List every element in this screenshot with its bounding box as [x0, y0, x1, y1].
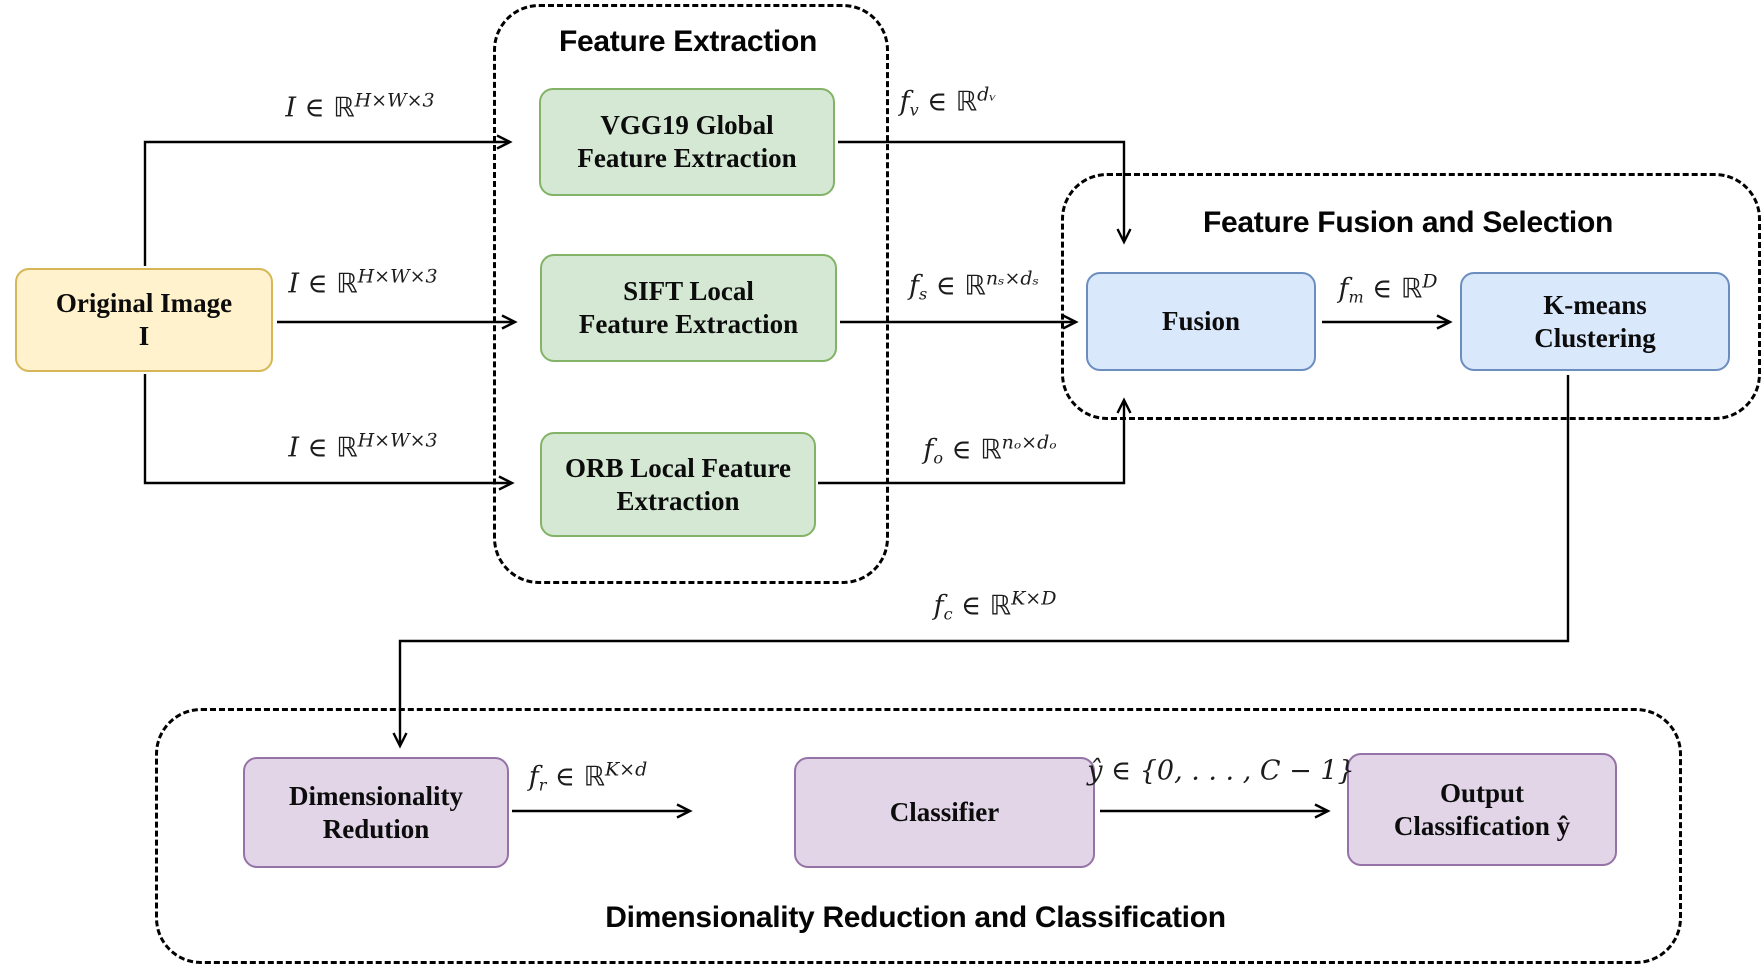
- node-original-image: Original Image I: [15, 268, 273, 372]
- edge-label-fo: fo ∈ ℝnₒ×dₒ: [923, 431, 1057, 468]
- edge-original-to-orb: [143, 374, 515, 491]
- feature-extraction-title: Feature Extraction: [558, 25, 817, 58]
- node-classifier-line1: Classifier: [889, 797, 1000, 828]
- node-kmeans-line1: K-means: [1543, 289, 1647, 320]
- edge-orb-to-fusion: [818, 397, 1132, 485]
- edge-kmeans-to-dimred: [392, 375, 1570, 749]
- edge-label-i-mid: I ∈ ℝH×W×3: [288, 265, 438, 300]
- edge-label-fv: fv ∈ ℝdᵥ: [899, 83, 997, 120]
- node-fusion: Fusion: [1086, 272, 1316, 371]
- node-orb-line2: Extraction: [616, 485, 740, 516]
- edge-label-fc: fc ∈ ℝK×D: [933, 587, 1057, 624]
- node-classifier: Classifier: [794, 757, 1095, 868]
- node-vgg19-line1: VGG19 Global: [600, 110, 774, 141]
- node-sift-line2: Feature Extraction: [578, 309, 799, 339]
- edge-label-yhat: ŷ ∈ {0, . . . , C − 1}: [1087, 755, 1355, 787]
- node-vgg19: VGG19 Global Feature Extraction: [539, 88, 835, 196]
- feature-fusion-container: [1061, 173, 1761, 420]
- node-kmeans-line2: Clustering: [1534, 322, 1656, 353]
- edge-label-i-top: I ∈ ℝH×W×3: [285, 89, 435, 124]
- node-orb-line1: ORB Local Feature: [565, 452, 791, 483]
- edge-label-fm: fm ∈ ℝD: [1338, 270, 1438, 307]
- node-orb: ORB Local Feature Extraction: [540, 432, 816, 537]
- node-kmeans: K-means Clustering: [1460, 272, 1730, 371]
- node-output-line1: Output: [1439, 777, 1525, 808]
- feature-extraction-container: [493, 4, 889, 584]
- edge-original-to-vgg19: [143, 134, 513, 266]
- node-vgg19-line2: Feature Extraction: [577, 143, 797, 173]
- edge-label-fs: fs ∈ ℝnₛ×dₛ: [909, 267, 1039, 304]
- feature-fusion-title: Feature Fusion and Selection: [1202, 206, 1613, 239]
- node-output: Output Classification ŷ: [1347, 753, 1617, 866]
- node-sift: SIFT Local Feature Extraction: [540, 254, 837, 362]
- node-dimred: Dimensionality Redution: [243, 757, 509, 868]
- edge-vgg19-to-fusion: [838, 140, 1132, 245]
- edge-label-fr: fr ∈ ℝK×d: [528, 758, 648, 795]
- node-fusion-line1: Fusion: [1161, 306, 1241, 337]
- node-original-image-line1: Original Image: [55, 288, 233, 319]
- edge-label-i-bottom: I ∈ ℝH×W×3: [288, 429, 438, 464]
- node-dimred-line1: Dimensionality: [288, 780, 463, 811]
- node-original-image-line2: I: [138, 321, 150, 351]
- node-output-line2: Classification ŷ: [1393, 810, 1571, 841]
- dim-reduction-container: [155, 708, 1682, 964]
- dim-reduction-title: Dimensionality Reduction and Classificat…: [605, 901, 1226, 934]
- node-sift-line1: SIFT Local: [623, 276, 754, 307]
- node-dimred-line2: Redution: [322, 813, 430, 844]
